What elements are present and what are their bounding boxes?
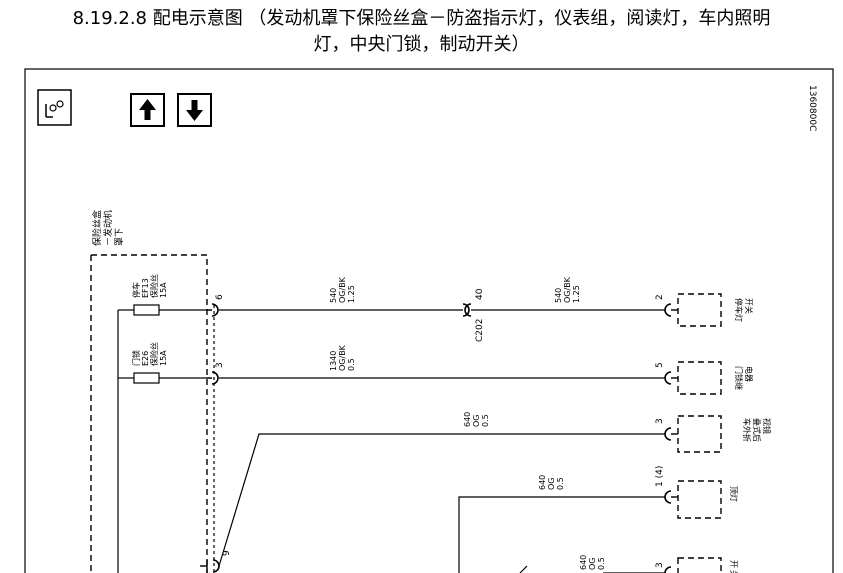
svg-text:停车灯: 停车灯 [734, 298, 744, 322]
svg-text:0.5: 0.5 [597, 557, 606, 570]
page-title: 8.19.2.8 配电示意图 （发动机罩下保险丝盒－防盗指示灯，仪表组，阅读灯，… [0, 6, 843, 58]
diagram-frame [24, 68, 834, 573]
component-door-lock-relay: 5 门锁继 电器 [655, 361, 754, 395]
wire-label-640-dome: 640 OG 0.5 [538, 475, 565, 490]
diagram-id: 1360800C [807, 85, 817, 131]
ground-temperature-icon[interactable] [37, 89, 72, 126]
svg-text:540: 540 [329, 288, 338, 303]
svg-text:15A: 15A [159, 350, 168, 366]
svg-text:停车: 停车 [131, 282, 141, 298]
wire-label-540-a: 540 OG/BK 1.25 [329, 276, 356, 303]
svg-text:1.25: 1.25 [347, 285, 356, 303]
wire-640-mirror [218, 433, 665, 567]
svg-text:3: 3 [655, 418, 665, 424]
terminal-pin-9: 9 [200, 550, 232, 573]
component-folding-mirror: 3 车外折 叠式后 视镜 [655, 415, 772, 453]
svg-text:视镜: 视镜 [762, 418, 772, 434]
wire-label-1340: 1340 OG/BK 0.5 [329, 344, 356, 371]
svg-text:保险丝: 保险丝 [149, 342, 159, 366]
connector-c202: 40 C202 [462, 288, 485, 342]
svg-text:1.25: 1.25 [572, 285, 581, 303]
svg-text:保险丝: 保险丝 [149, 274, 159, 298]
svg-text:保险丝盒: 保险丝盒 [91, 210, 103, 246]
svg-text:OG: OG [472, 415, 481, 428]
svg-text:OG/BK: OG/BK [338, 344, 347, 371]
component-switch: 3 开 关 [655, 557, 739, 573]
svg-text:640: 640 [538, 475, 547, 490]
svg-text:15A: 15A [159, 282, 168, 298]
wire-label-640-switch: 640 OG 0.5 [579, 555, 606, 570]
svg-text:540: 540 [554, 288, 563, 303]
wire-640-dome [458, 496, 665, 573]
svg-text:OG/BK: OG/BK [338, 276, 347, 303]
svg-text:门锁: 门锁 [131, 350, 141, 366]
svg-text:OG: OG [547, 478, 556, 491]
svg-text:640: 640 [579, 555, 588, 570]
svg-text:罩下: 罩下 [114, 228, 125, 246]
svg-text:OG/BK: OG/BK [563, 276, 572, 303]
title-line-1: 8.19.2.8 配电示意图 （发动机罩下保险丝盒－防盗指示灯，仪表组，阅读灯，… [72, 8, 771, 29]
wire-label-640-mirror: 640 OG 0.5 [463, 412, 490, 427]
title-line-2: 灯，中央门锁，制动开关） [313, 34, 530, 55]
wire-640-switch [519, 565, 665, 573]
fuse-box-label: 保险丝盒 －发动机 罩下 [91, 210, 125, 246]
svg-text:顶灯: 顶灯 [729, 486, 739, 502]
arrow-up-icon[interactable] [130, 93, 165, 127]
svg-text:车外折: 车外折 [742, 418, 752, 442]
svg-text:开: 开 [729, 560, 738, 568]
svg-text:EF13: EF13 [141, 278, 150, 298]
svg-text:电器: 电器 [744, 366, 754, 382]
terminal-pin-3: 3 [207, 362, 225, 385]
svg-text:1340: 1340 [329, 351, 338, 371]
svg-text:6: 6 [215, 294, 225, 300]
svg-text:门锁继: 门锁继 [734, 366, 744, 390]
wire-label-540-b: 540 OG/BK 1.25 [554, 276, 581, 303]
svg-text:关: 关 [729, 570, 739, 573]
fuse-e26: 门锁 E26 保险丝 15A [131, 342, 207, 384]
svg-text:叠式后: 叠式后 [752, 418, 762, 442]
svg-text:9: 9 [222, 550, 232, 556]
svg-text:40: 40 [475, 288, 485, 300]
svg-text:0.5: 0.5 [481, 414, 490, 427]
svg-text:2: 2 [655, 294, 665, 300]
svg-text:1 (4): 1 (4) [655, 466, 665, 487]
svg-text:3: 3 [655, 562, 665, 568]
svg-text:E26: E26 [141, 351, 150, 366]
svg-text:－发动机: －发动机 [102, 210, 114, 246]
svg-text:3: 3 [215, 362, 225, 368]
component-dome-lamp: 1 (4) 顶灯 [655, 466, 739, 519]
fuse-box-outline [90, 254, 208, 573]
svg-text:0.5: 0.5 [347, 358, 356, 371]
svg-text:OG: OG [588, 558, 597, 571]
svg-text:0.5: 0.5 [556, 477, 565, 490]
fuse-ef13: 停车 EF13 保险丝 15A [131, 274, 207, 316]
arrow-down-icon[interactable] [177, 93, 212, 127]
component-parking-lamp-switch: 2 停车灯 开关 [655, 293, 754, 327]
svg-text:5: 5 [655, 362, 665, 368]
svg-text:C202: C202 [475, 319, 485, 342]
svg-text:640: 640 [463, 412, 472, 427]
svg-text:开关: 开关 [744, 298, 754, 314]
terminal-pin-6: 6 [207, 294, 225, 317]
